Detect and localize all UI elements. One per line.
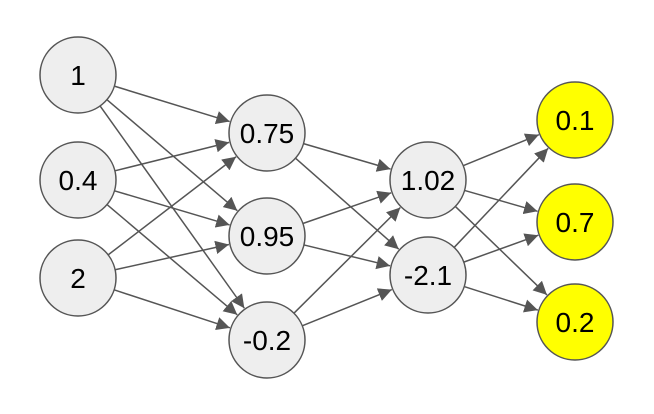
edges [99, 85, 549, 331]
edge-hidden-2-1-to-output-1 [463, 233, 539, 263]
edge-input-2-to-hidden-1-0 [107, 156, 237, 256]
node-label: 2 [70, 263, 86, 294]
node-circle [39, 239, 117, 317]
node-input-1: 0.4 [39, 141, 117, 219]
node-input-0: 1 [39, 36, 117, 114]
node-label: 0.95 [240, 221, 295, 252]
edge-hidden-1-2-to-hidden-2-0 [293, 206, 401, 314]
node-hidden-2-1: -2.1 [389, 236, 467, 314]
node-output-1: 0.7 [536, 183, 614, 261]
node-hidden-1-2: -0.2 [228, 301, 306, 379]
edge-hidden-2-0-to-output-2 [454, 205, 548, 296]
edge-hidden-2-0-to-output-1 [464, 189, 538, 215]
nodes: 1 0.4 2 0.75 0.95 -0.2 1.02 -2.1 0.1 0.7 0.2 [39, 36, 614, 379]
node-label: 0.75 [240, 118, 295, 149]
node-label: 1.02 [401, 165, 456, 196]
edge-input-2-to-hidden-1-2 [113, 289, 231, 331]
node-circle [536, 183, 614, 261]
node-label: -2.1 [404, 260, 452, 291]
node-circle [536, 283, 614, 361]
node-label: 0.7 [556, 207, 595, 238]
edge-hidden-2-0-to-output-0 [462, 133, 540, 167]
node-input-2: 2 [39, 239, 117, 317]
edge-hidden-1-0-to-hidden-2-1 [295, 157, 400, 250]
node-circle [536, 81, 614, 159]
node-label: 1 [70, 60, 86, 91]
edge-hidden-1-0-to-hidden-2-0 [303, 142, 391, 172]
edge-input-0-to-hidden-1-0 [114, 85, 230, 125]
node-label: 0.4 [59, 165, 98, 196]
edge-input-1-to-hidden-1-2 [106, 203, 238, 316]
node-output-0: 0.1 [536, 81, 614, 159]
node-circle [228, 94, 306, 172]
edge-hidden-1-1-to-hidden-2-1 [303, 244, 391, 270]
edge-input-0-to-hidden-1-2 [99, 105, 245, 309]
node-hidden-1-0: 0.75 [228, 94, 306, 172]
edge-hidden-1-2-to-hidden-2-1 [301, 288, 393, 327]
node-hidden-2-0: 1.02 [389, 141, 467, 219]
edge-hidden-1-1-to-hidden-2-0 [302, 190, 392, 225]
node-circle [228, 301, 306, 379]
node-hidden-1-1: 0.95 [228, 197, 306, 275]
edge-input-1-to-hidden-1-0 [114, 139, 230, 172]
node-label: -0.2 [243, 325, 291, 356]
node-label: 0.2 [556, 307, 595, 338]
node-circle [39, 36, 117, 114]
edge-input-1-to-hidden-1-1 [114, 190, 230, 228]
node-label: 0.1 [556, 105, 595, 136]
node-output-2: 0.2 [536, 283, 614, 361]
node-circle [389, 141, 467, 219]
node-circle [389, 236, 467, 314]
edge-input-0-to-hidden-1-1 [106, 99, 238, 212]
edge-hidden-2-1-to-output-2 [463, 285, 539, 313]
edge-input-2-to-hidden-1-1 [114, 240, 230, 271]
node-circle [39, 141, 117, 219]
edge-hidden-2-1-to-output-0 [453, 147, 549, 248]
node-circle [228, 197, 306, 275]
